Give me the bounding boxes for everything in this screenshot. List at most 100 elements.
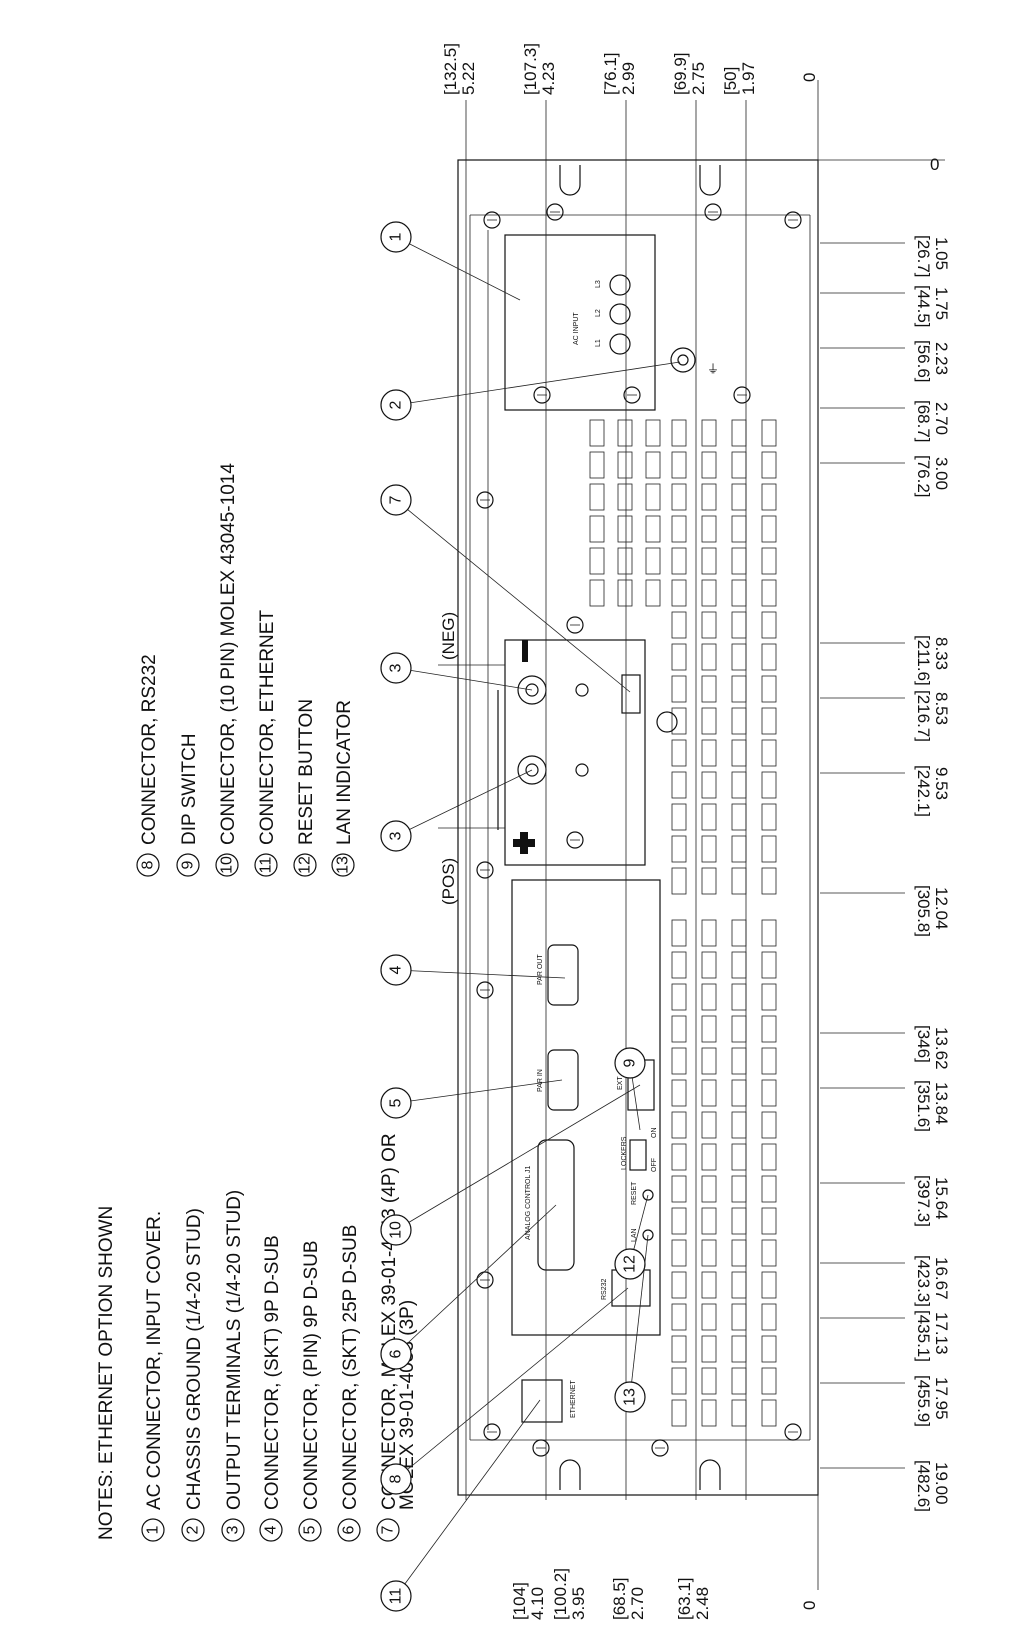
note-text: OUTPUT TERMINALS (1/4-20 STUD) — [224, 1190, 245, 1510]
callout-number: 7 — [388, 495, 405, 504]
note-number-circle — [141, 1518, 165, 1542]
notes-block: NOTES: ETHERNET OPTION SHOWN 1AC CONNECT… — [96, 463, 418, 1542]
lockers-label: LOCKERS — [621, 1136, 628, 1170]
output-terminal-area: (NEG) (POS) — [438, 612, 678, 905]
par-out-dsub — [547, 944, 579, 1006]
vent-slot — [701, 835, 717, 863]
callout-bubble — [380, 1338, 412, 1370]
note-number: 5 — [302, 1525, 319, 1534]
interface-plate — [511, 879, 661, 1336]
screw-icon — [704, 203, 722, 221]
ac-input-label: AC INPUT — [573, 312, 580, 345]
vent-slot — [671, 1335, 687, 1363]
vent-slot — [731, 1175, 747, 1203]
note-number-circle — [259, 1518, 283, 1542]
vent-slot — [617, 419, 633, 447]
vent-slot — [617, 515, 633, 543]
vent-slot — [701, 515, 717, 543]
callout-leader — [629, 1234, 649, 1398]
vent-slot — [701, 739, 717, 767]
callout-number: 5 — [388, 1098, 405, 1107]
vent-slot — [761, 771, 777, 799]
note-number-circle — [215, 853, 239, 877]
vent-slot — [731, 1399, 747, 1427]
note-number: 10 — [219, 856, 236, 874]
vent-slot — [589, 419, 605, 447]
vent-slot — [701, 771, 717, 799]
vent-slot — [731, 611, 747, 639]
minus-sign-icon — [522, 640, 528, 662]
right-dim-in: 8.33 — [932, 637, 951, 670]
right-dim-in: 13.62 — [932, 1027, 951, 1070]
rs232-label: RS232 — [601, 1278, 608, 1300]
top-dim-in: 4.23 — [539, 62, 558, 95]
top-dim-mm: [107.3] — [521, 43, 540, 95]
right-dim-mm: [435.1] — [914, 1310, 933, 1362]
vent-slot — [701, 803, 717, 831]
vent-slot — [731, 579, 747, 607]
vent-slot — [589, 547, 605, 575]
top-dim-in: 2.99 — [619, 62, 638, 95]
vent-slot — [671, 707, 687, 735]
vent-slot — [731, 867, 747, 895]
callout-bubble — [380, 221, 412, 253]
screw-icon — [784, 211, 802, 229]
reset-button — [642, 1189, 654, 1201]
note-number-circle — [136, 853, 160, 877]
molex-sense-connector — [621, 674, 641, 714]
note-number-circle — [331, 853, 355, 877]
vent-slot — [645, 451, 661, 479]
vent-slot — [761, 1111, 777, 1139]
right-dim-in: 16.67 — [932, 1257, 951, 1300]
note-number-circle — [376, 1518, 400, 1542]
note-number: 6 — [341, 1525, 358, 1534]
vent-slot — [701, 1399, 717, 1427]
on-label: ON — [651, 1128, 658, 1139]
screw-icon — [566, 616, 584, 634]
screw-icon — [623, 386, 641, 404]
vent-slot — [701, 611, 717, 639]
pos-label: (POS) — [439, 858, 458, 905]
ground-stud — [670, 347, 696, 373]
right-dim-mm: [216.7] — [914, 690, 933, 742]
vent-slot — [761, 951, 777, 979]
ext-label: EXT — [617, 1076, 624, 1090]
callout-bubble — [614, 1381, 646, 1413]
right-dim-in: 12.04 — [932, 887, 951, 930]
lan-label: LAN — [631, 1228, 638, 1242]
vent-slot — [671, 1047, 687, 1075]
callout-number: 9 — [622, 1058, 639, 1067]
l1-label: L1 — [595, 339, 602, 347]
screw-icon — [476, 491, 494, 509]
callout-leader — [395, 969, 566, 979]
mount-slot-top-right — [699, 165, 721, 196]
note-number-circle — [298, 1518, 322, 1542]
vent-slot — [589, 579, 605, 607]
right-dim-in: 8.53 — [932, 692, 951, 725]
l3-label: L3 — [595, 280, 602, 288]
mount-slot-bottom-right — [699, 1459, 721, 1490]
callout-bubble — [380, 484, 412, 516]
note-number: 7 — [380, 1525, 397, 1534]
vent-slot — [761, 579, 777, 607]
bottom-dim-in: 4.10 — [528, 1587, 547, 1620]
vent-slot — [761, 707, 777, 735]
vent-slot — [731, 451, 747, 479]
vent-slot — [671, 983, 687, 1011]
callout-number: 3 — [388, 831, 405, 840]
vent-slot — [701, 919, 717, 947]
vent-slot — [617, 451, 633, 479]
terminal-l1 — [609, 333, 631, 355]
callout-leader — [395, 499, 631, 693]
note-text: CONNECTOR, ETHERNET — [257, 610, 278, 845]
par-in-dsub — [547, 1049, 579, 1111]
vent-slot — [731, 1239, 747, 1267]
note-number: 11 — [258, 857, 275, 874]
ac-cover-plate — [504, 234, 656, 411]
screw-icon — [476, 981, 494, 999]
